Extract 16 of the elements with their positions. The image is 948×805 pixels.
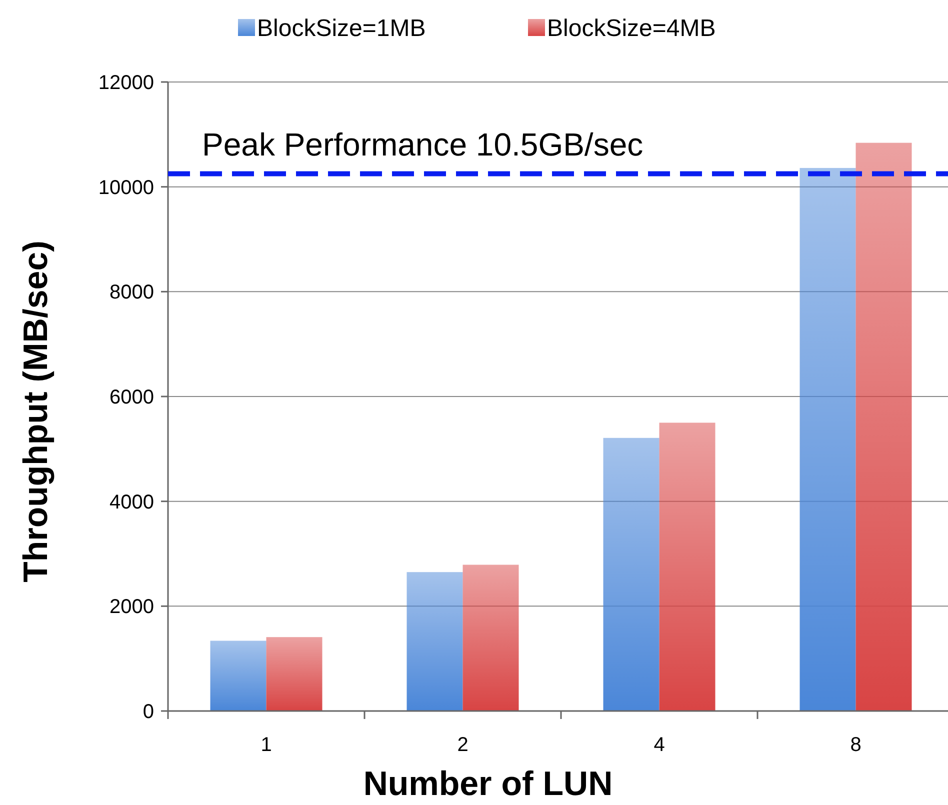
- axis-tick-label: 0: [142, 701, 154, 723]
- axis-tick-label: 4: [654, 734, 665, 756]
- axis-tick-label: 10000: [98, 176, 154, 199]
- axis-title: Throughput (MB/sec): [17, 240, 55, 582]
- axis-tick-label: 1: [260, 734, 272, 756]
- legend-label: BlockSize=1MB: [257, 15, 426, 42]
- axis-tick-label: 8: [850, 734, 862, 756]
- axis-title: Number of LUN: [363, 765, 613, 803]
- axis-tick-label: 2000: [110, 596, 154, 618]
- axis-tick-label: 6000: [110, 386, 154, 408]
- axis-tick-label: 8000: [110, 282, 154, 304]
- axis-tick-label: 4000: [110, 491, 154, 514]
- axis-tick-label: 12000: [98, 72, 154, 94]
- annotation-text: Peak Performance 10.5GB/sec: [202, 126, 644, 163]
- axis-tick-label: 2: [457, 734, 468, 756]
- legend-label: BlockSize=4MB: [547, 15, 716, 42]
